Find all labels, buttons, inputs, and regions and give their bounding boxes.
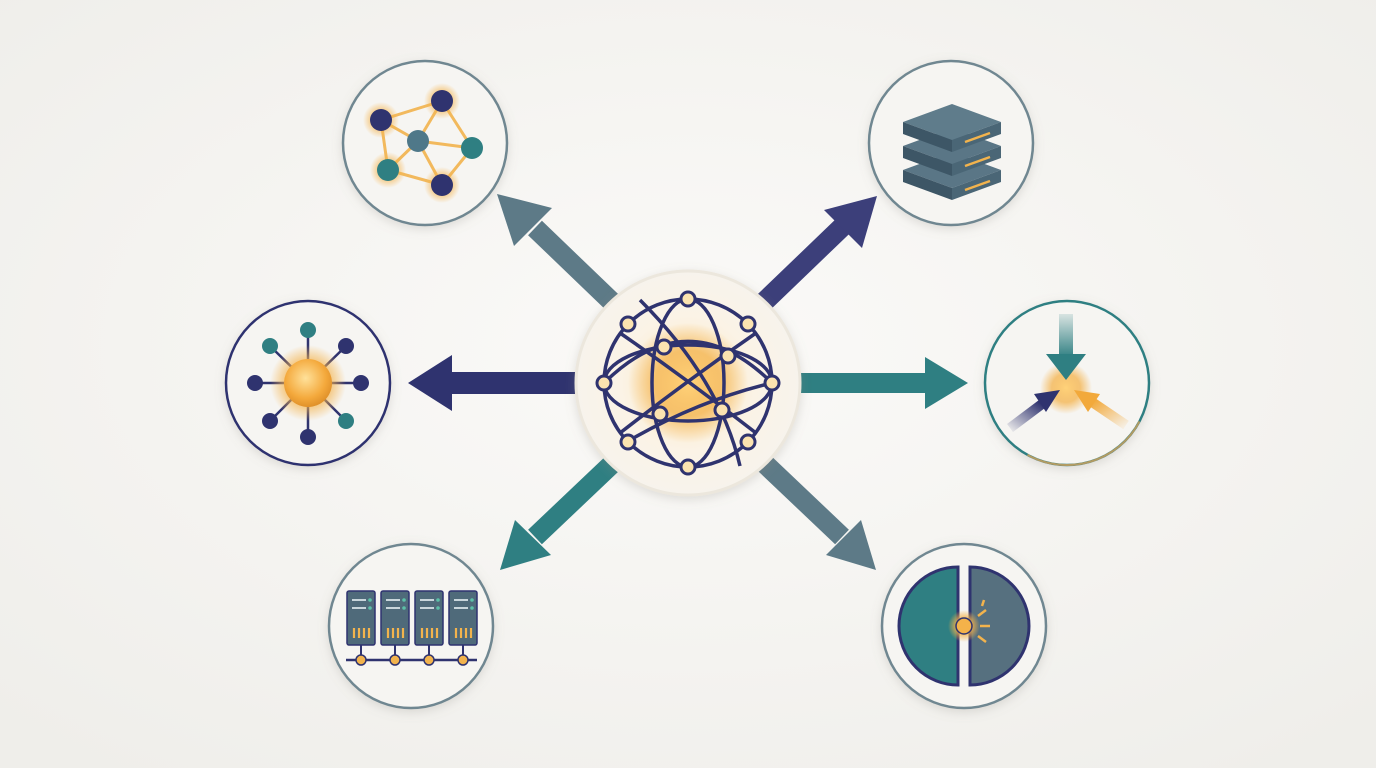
split-circle-icon — [897, 565, 1031, 687]
arrow-to-bottom-right — [756, 454, 876, 570]
node-bottom-right — [880, 542, 1048, 710]
convergence-arrows-icon — [1007, 314, 1129, 432]
hub-spoke-icon — [247, 322, 369, 445]
node-top-right — [867, 59, 1035, 227]
arrow-to-top-left — [497, 194, 619, 310]
arrow-to-bottom-left — [500, 454, 621, 570]
node-left — [224, 299, 392, 467]
center-node — [574, 269, 802, 497]
server-stack-icon — [903, 104, 1001, 200]
arrow-to-left — [408, 355, 580, 411]
node-right — [983, 299, 1151, 467]
arrow-to-right — [800, 357, 968, 409]
arrows — [408, 194, 968, 570]
mesh-network-icon — [363, 83, 483, 203]
server-rack-cluster-icon — [346, 590, 478, 666]
globe-nodes — [595, 290, 781, 476]
node-bottom-left — [327, 542, 495, 710]
node-top-left — [341, 59, 509, 227]
arrow-to-top-right — [757, 196, 877, 310]
